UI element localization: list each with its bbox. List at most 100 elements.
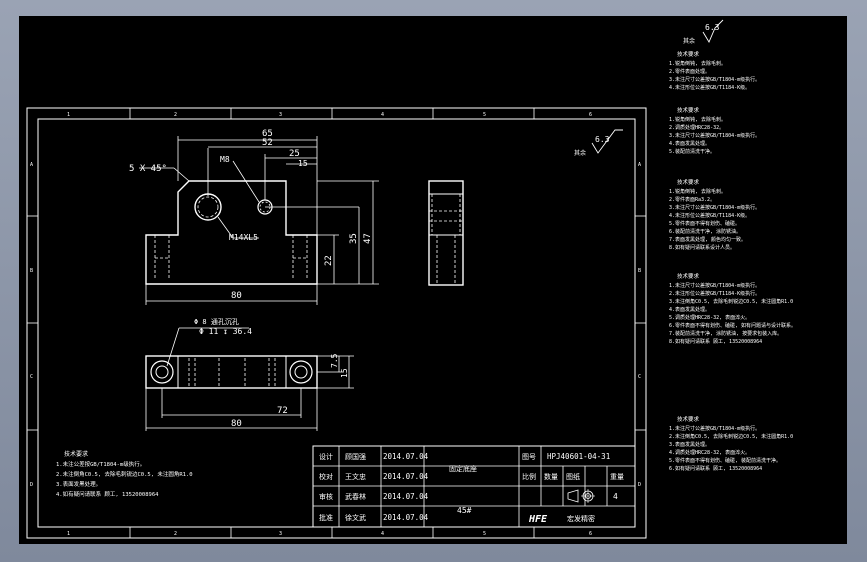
company-logo: HFE [528,514,548,525]
tb-date: 2014.07.04 [383,472,429,481]
tb-material: 45# [457,506,472,515]
side-note-line: 2.零件表面Ra3.2。 [669,196,715,203]
zone-number: 4 [381,531,384,537]
dim-chamfer: 5 X 45° [129,164,167,174]
zone-letter: C [638,374,641,380]
side-note-line: 4.调质处理HRC28-32, 表面淬火。 [669,449,750,456]
drawing-canvas[interactable]: 1 2 3 4 5 6 1 2 3 4 5 6 A B C D A B C D [19,16,847,544]
zone-number: 5 [483,531,486,537]
dim-80-front: 80 [231,291,242,301]
side-notes-5: 技术要求 1.未注尺寸公差按GB/T1804-m级执行。 2.未注倒角C0.5,… [669,415,793,472]
notes-title: 技术要求 [64,450,88,458]
note-line: 1.未注公差按GB/T1804-m级执行。 [56,460,145,468]
front-view-outline [145,180,318,285]
side-notes-1: 技术要求 1.锐角倒钝, 去除毛刺。 2.零件表面处理。 3.未注尺寸公差按GB… [669,50,760,91]
tb-weight-label: 重量 [610,473,624,481]
side-note-line: 3.未注尺寸公差按GB/T1804-m级执行。 [669,76,760,83]
zone-number: 6 [589,112,592,118]
title-block [312,445,636,528]
tb-sheet-label: 图纸 [566,472,580,481]
dim-80-top: 80 [231,419,242,429]
side-note-line: 3.未注尺寸公差按GB/T1804-m级执行。 [669,132,760,139]
side-note-line: 4.未注形位公差按GB/T1184-K级。 [669,212,750,219]
tb-quantity-label: 数量 [544,472,558,481]
side-note-line: 4.表面发黑处理。 [669,306,710,313]
zone-letter: D [30,482,33,488]
roughness-symbol-top: 6.3 其余 [683,19,724,45]
tb-designer-name: 顾国强 [345,453,366,461]
side-note-line: 3.未注倒角C0.5, 去除毛刺锐边C0.5, 未注圆角R1.0 [669,298,793,305]
side-note-line: 5.零件表面不得有划伤、磕碰, 装配前清洗干净。 [669,457,781,464]
side-note-line: 8.如有疑问请联系设计人员。 [669,244,735,251]
side-note-line: 6.零件表面不得有划伤、磕碰, 如有问题请与设计联系。 [669,322,796,329]
tb-designer-role: 设计 [319,452,333,461]
tb-date: 2014.07.04 [383,452,429,461]
side-note-line: 1.锐角倒钝, 去除毛刺。 [669,188,726,195]
roughness-value: 6.3 [595,135,610,144]
side-note-line: 6.装配前清洗干净, 涂防锈油。 [669,228,741,235]
zone-number: 3 [279,112,282,118]
side-note-line: 1.未注尺寸公差按GB/T1804-m级执行。 [669,282,760,289]
side-note-line: 1.未注尺寸公差按GB/T1804-m级执行。 [669,425,760,432]
zone-letter: B [30,268,33,274]
dim-52: 52 [262,138,273,148]
side-view [428,180,464,286]
zone-number: 6 [589,531,592,537]
cad-drawing: 1 2 3 4 5 6 1 2 3 4 5 6 A B C D A B C D [26,19,796,539]
zone-number: 1 [67,531,70,537]
tb-checker-role: 校对 [319,472,333,481]
tb-date: 2014.07.04 [383,492,429,501]
dim-m8: M8 [220,155,230,164]
top-view [145,355,318,389]
side-note-line: 3.表面发黑处理。 [669,441,710,448]
tb-part-name: 固定底座 [449,464,477,473]
side-notes-3: 技术要求 1.锐角倒钝, 去除毛刺。 2.零件表面Ra3.2。 3.未注尺寸公差… [669,178,760,251]
dim-47: 47 [363,233,373,244]
side-notes-2: 技术要求 1.锐角倒钝, 去除毛刺。 2.调质处理HRC28-32。 3.未注尺… [669,106,760,155]
side-note-title: 技术要求 [677,106,700,114]
m14-thread [197,196,219,218]
zone-ticks [27,108,646,538]
side-note-line: 3.未注尺寸公差按GB/T1804-m级执行。 [669,204,760,211]
side-note-title: 技术要求 [677,178,700,186]
side-note-title: 技术要求 [677,272,700,280]
tb-drawing-no-label: 图号 [522,453,536,461]
zone-letter: B [638,268,641,274]
top-view-dims [145,327,354,431]
side-note-line: 2.零件表面处理。 [669,68,710,75]
tb-checker-name: 王文忠 [345,472,366,481]
zone-number: 4 [381,112,384,118]
dim-65: 65 [262,129,273,139]
dim-m14: M14XL5 [229,233,258,242]
zone-letter: A [30,162,33,168]
dim-35: 35 [349,233,359,244]
tb-drawing-no: HPJ40601-04-31 [547,452,610,461]
side-note-line: 5.零件表面不得有划伤、磕碰。 [669,220,740,227]
zone-letter: A [638,162,641,168]
tb-scale-label: 比例 [522,472,536,481]
side-note-line: 1.锐角倒钝, 去除毛刺。 [669,116,726,123]
roughness-value: 6.3 [705,23,720,32]
side-notes-4: 技术要求 1.未注尺寸公差按GB/T1804-m级执行。 2.未注形位公差按GB… [669,272,796,345]
zone-number: 2 [174,112,177,118]
projection-symbol [567,489,595,503]
side-note-title: 技术要求 [677,415,700,423]
hole-note-1: Φ 8 通孔沉孔 [194,317,239,326]
side-note-line: 2.未注倒角C0.5, 去除毛刺锐边C0.5, 未注圆角R1.0 [669,433,793,440]
tb-date: 2014.07.04 [383,513,429,522]
zone-letter: C [30,374,33,380]
zone-letter: D [638,482,641,488]
roughness-symbol-frame: 6.3 其余 [574,129,623,157]
side-note-line: 1.锐角倒钝, 去除毛刺。 [669,60,726,67]
tb-approver-role: 批准 [319,513,333,522]
dim-72: 72 [277,406,288,416]
tb-approver-name: 徐文武 [345,513,366,522]
side-note-line: 8.如有疑问请联系 顾工, 13520008964 [669,338,762,345]
dim-22: 22 [324,255,334,266]
tb-reviewer-name: 武春林 [345,492,366,501]
m14-hole [194,193,222,221]
side-note-line: 5.调质处理HRC28-32, 表面淬火。 [669,314,750,321]
note-line: 3.表面发黑处理。 [56,480,101,488]
side-note-line: 4.表面发黑处理。 [669,140,710,147]
roughness-label: 其余 [683,37,695,45]
